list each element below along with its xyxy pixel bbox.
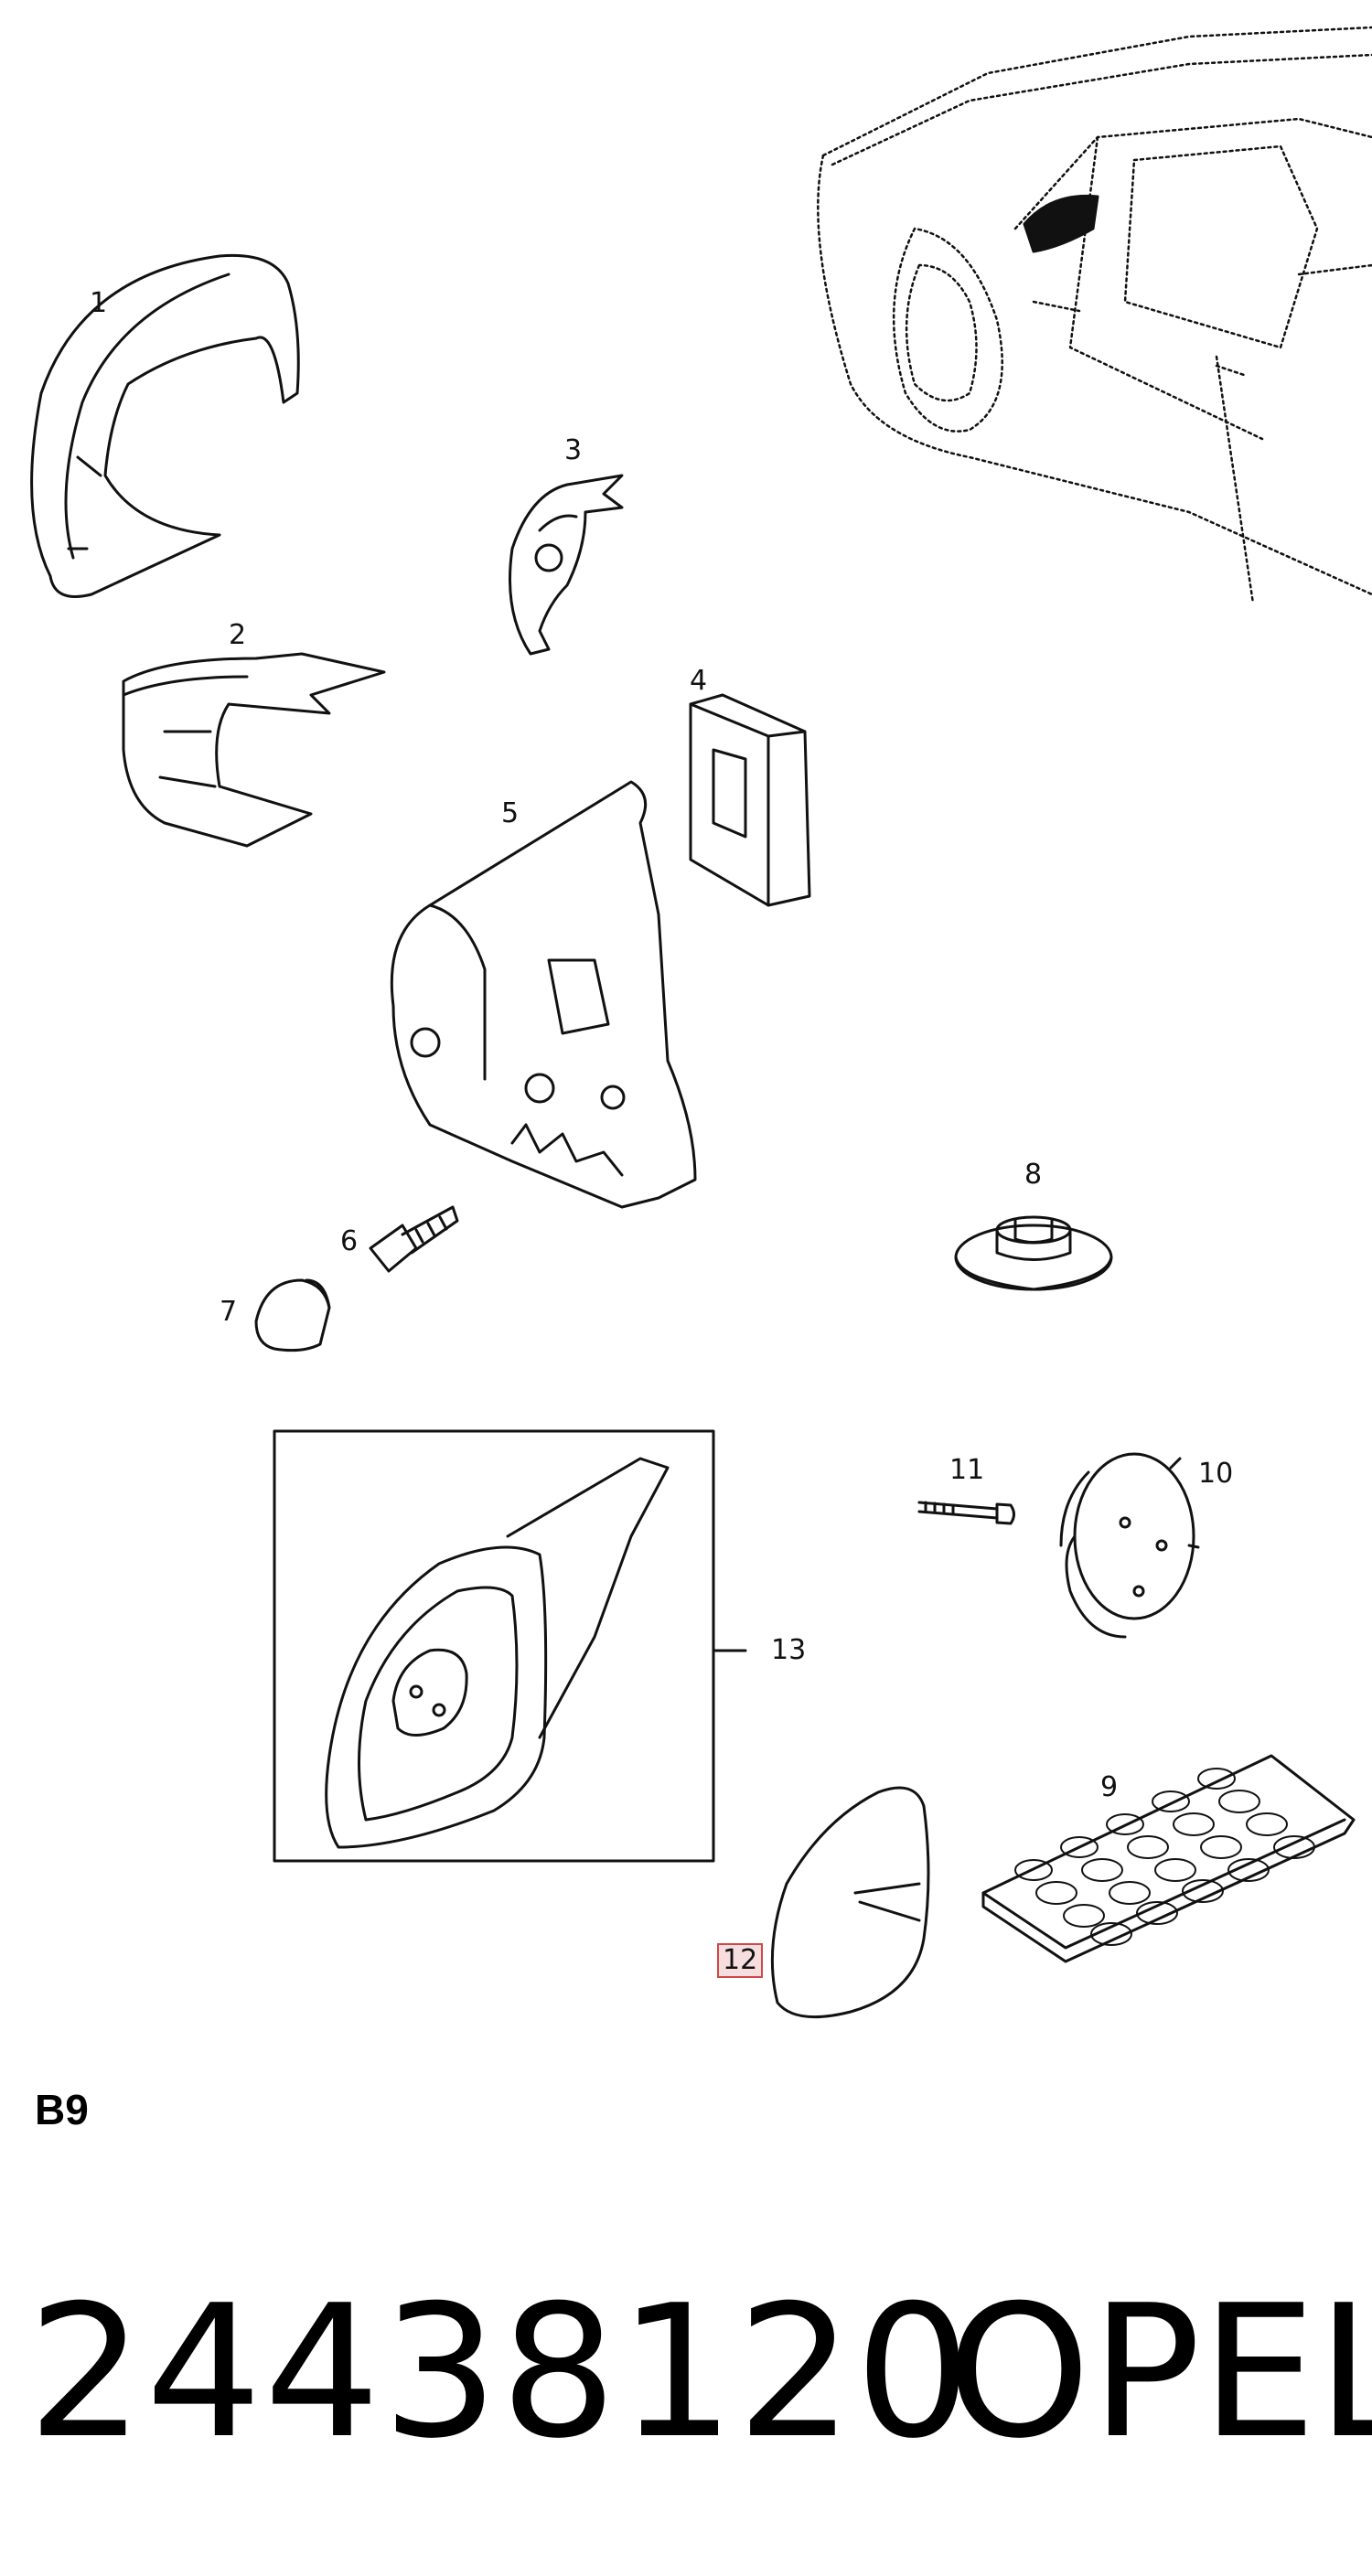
callout-2: 2 <box>229 619 247 651</box>
part-13-mirror-assembly-box <box>273 1429 747 1863</box>
part-2-cover-bracket <box>122 652 386 848</box>
brand-name: OPEL <box>947 2266 1372 2479</box>
callout-7: 7 <box>220 1296 238 1328</box>
callout-5: 5 <box>501 797 520 829</box>
part-9-adhesive-pads <box>981 1754 1356 1963</box>
part-5-mirror-base <box>390 780 697 1209</box>
callout-4: 4 <box>690 665 708 697</box>
part-8-grommet <box>954 1215 1113 1291</box>
callout-3: 3 <box>564 434 583 466</box>
callout-8: 8 <box>1024 1159 1043 1191</box>
car-outline-illustration <box>817 26 1372 605</box>
callout-9: 9 <box>1100 1771 1119 1803</box>
part-number: 24438120 <box>27 2266 973 2479</box>
callout-1: 1 <box>90 287 108 319</box>
callout-13: 13 <box>771 1634 807 1666</box>
part-4-gasket <box>689 693 811 907</box>
section-code: B9 <box>35 2086 89 2133</box>
exploded-parts-diagram <box>30 26 1372 2019</box>
part-10-actuator-motor <box>1059 1452 1200 1639</box>
part-6-screw <box>369 1205 459 1273</box>
part-3-small-bracket <box>509 474 624 656</box>
part-12-mirror-glass <box>770 1786 930 2019</box>
callout-12-highlighted: 12 <box>717 1943 764 1978</box>
part-7-plug <box>254 1278 331 1352</box>
car-mirror-highlight <box>1023 194 1099 253</box>
part-11-screw <box>917 1501 1015 1525</box>
callout-6: 6 <box>340 1225 359 1257</box>
callout-10: 10 <box>1198 1458 1234 1490</box>
callout-11: 11 <box>949 1454 985 1486</box>
part-1-mirror-cover <box>30 253 300 598</box>
